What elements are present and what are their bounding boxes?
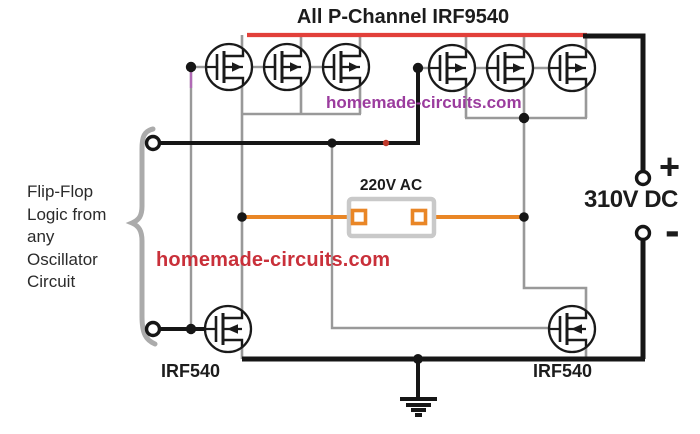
watermark-middle: homemade-circuits.com: [156, 249, 391, 271]
ground-icon: [400, 359, 437, 417]
watermark-top: homemade-circuits.com: [326, 93, 522, 112]
input-brace: [125, 126, 158, 347]
gray-wires: [189, 35, 588, 359]
socket-pin-right: [410, 208, 428, 226]
irf540-left-label: IRF540: [161, 361, 221, 381]
input-terminal-2: [144, 320, 162, 338]
diagram-title: All P-Channel IRF9540: [296, 6, 510, 28]
pfet-1: [204, 42, 254, 92]
dc-plus-terminal: [634, 169, 652, 187]
input-terminal-1: [144, 134, 162, 152]
nfet-right: [547, 304, 597, 354]
pfet-2: [262, 42, 312, 92]
flip-flop-note: Flip-Flop Logic from any Oscillator Circ…: [27, 182, 107, 291]
ac-output-label: 220V AC: [359, 177, 423, 194]
black-wires: [157, 33, 646, 362]
dc-minus-terminal: [634, 224, 652, 242]
dc-minus-label: -: [665, 206, 680, 255]
pfet-6: [547, 43, 597, 93]
irf540-right-label: IRF540: [533, 361, 593, 381]
dc-voltage-label: 310V DC: [584, 186, 678, 213]
pfet-3: [321, 42, 371, 92]
dc-plus-label: +: [659, 146, 681, 187]
pfet-5: [485, 43, 535, 93]
pfet-4: [427, 43, 477, 93]
ac-socket: [242, 196, 524, 239]
nfet-left: [203, 304, 253, 354]
junction-dots: [185, 61, 530, 364]
socket-pin-left: [350, 208, 368, 226]
